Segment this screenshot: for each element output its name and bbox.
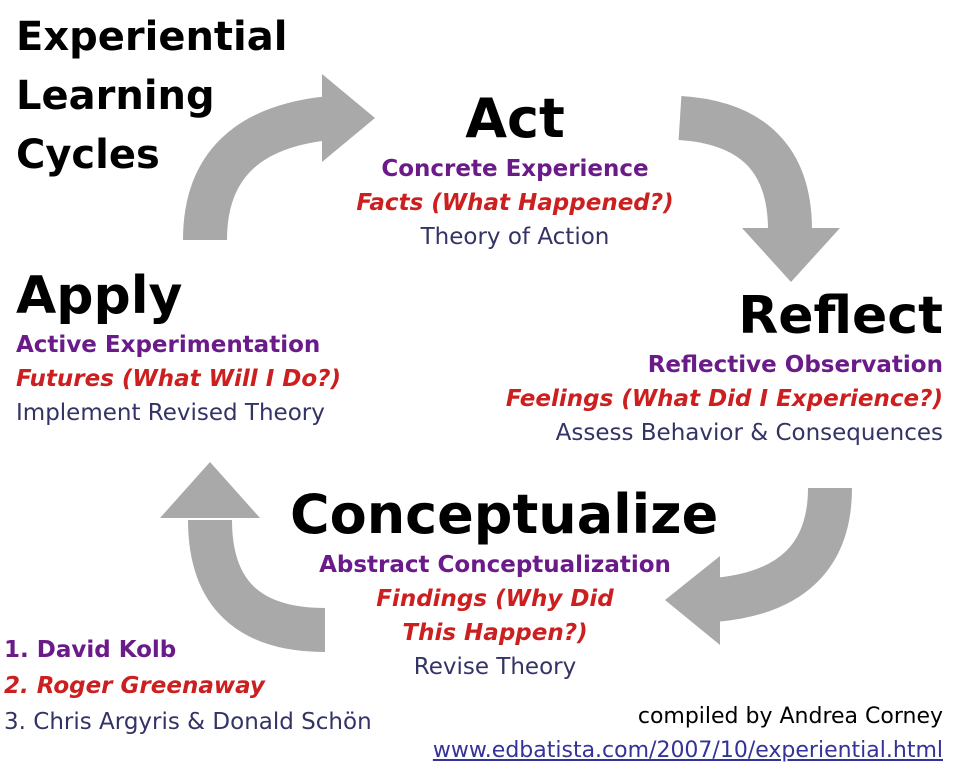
arrow-apply-to-act [183, 74, 375, 241]
greenaway-label-line-2: This Happen?) [402, 620, 588, 646]
stage-conceptualize: Conceptualize Abstract Conceptualization… [290, 483, 719, 684]
title-line: Experiential [16, 14, 288, 60]
stage-name: Act [465, 87, 565, 150]
stage-reflect: Reflect Reflective Observation Feelings … [473, 290, 943, 450]
arrow-conceptualize-to-apply [160, 462, 326, 652]
title-line: Cycles [16, 132, 160, 178]
stage-name: Reflect [738, 286, 943, 346]
greenaway-label: Futures (What Will I Do?) [16, 366, 342, 392]
credit-text: compiled by Andrea Corney [637, 704, 943, 729]
kolb-label: Concrete Experience [381, 156, 649, 182]
arrow-reflect-to-conceptualize [665, 487, 852, 645]
argyris-label: Implement Revised Theory [16, 400, 325, 426]
greenaway-label: Facts (What Happened?) [356, 190, 674, 216]
title-line: Learning [16, 73, 215, 119]
legend-item-greenaway: 2. Roger Greenaway [4, 673, 265, 699]
argyris-label: Theory of Action [420, 224, 610, 250]
kolb-label: Reflective Observation [647, 352, 943, 378]
stage-name: Conceptualize [290, 483, 719, 546]
source-legend: 1. David Kolb 2. Roger Greenaway 3. Chri… [4, 632, 372, 740]
kolb-label: Abstract Conceptualization [319, 552, 671, 578]
legend-item-argyris: 3. Chris Argyris & Donald Schön [4, 709, 372, 735]
legend-item-kolb: 1. David Kolb [4, 637, 177, 663]
stage-name: Apply [16, 266, 183, 326]
stage-act: Act Concrete Experience Facts (What Happ… [340, 92, 690, 254]
kolb-label: Active Experimentation [16, 332, 321, 358]
arrow-act-to-reflect [678, 96, 840, 282]
greenaway-label: Feelings (What Did I Experience?) [505, 386, 943, 412]
argyris-label: Revise Theory [413, 654, 577, 680]
greenaway-label-line-1: Findings (Why Did [376, 586, 614, 612]
argyris-label: Assess Behavior & Consequences [555, 420, 943, 446]
source-link[interactable]: www.edbatista.com/2007/10/experiential.h… [432, 738, 943, 763]
diagram-title: Experiential Learning Cycles [16, 8, 287, 185]
stage-apply: Apply Active Experimentation Futures (Wh… [16, 270, 416, 430]
